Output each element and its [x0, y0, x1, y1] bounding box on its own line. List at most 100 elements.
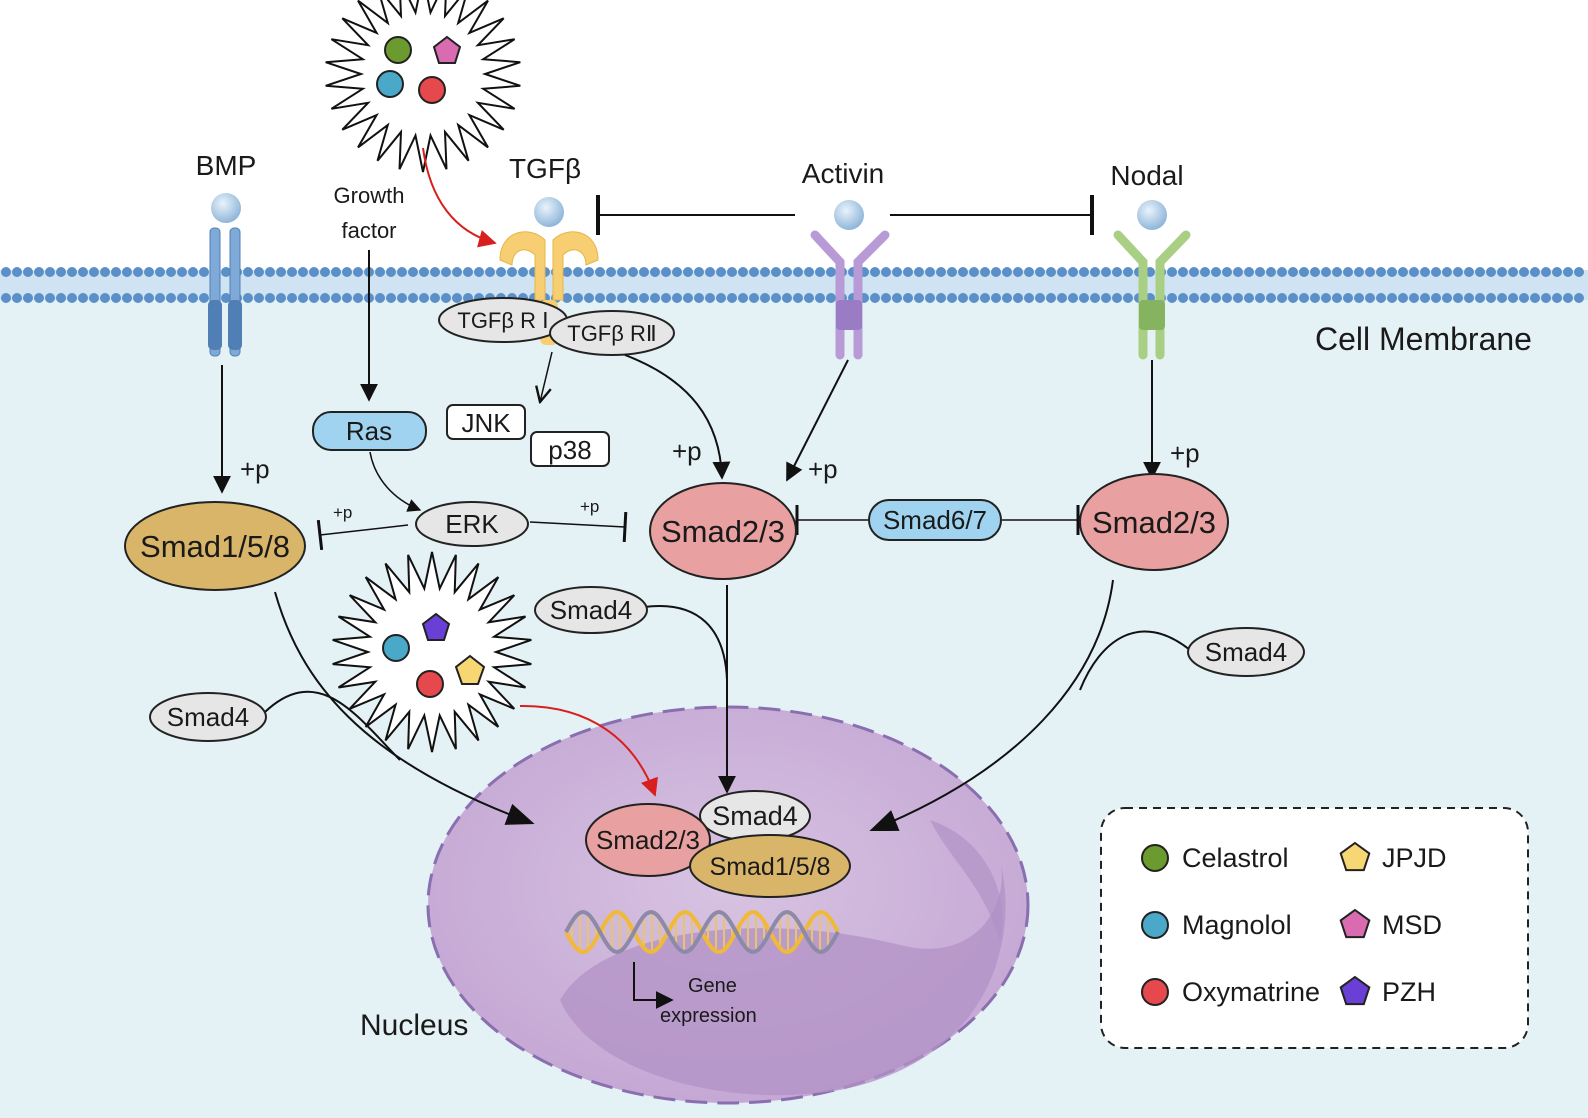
membrane-lipid-head	[1277, 293, 1287, 303]
membrane-lipid-head	[870, 267, 880, 277]
membrane-lipid-head	[1002, 267, 1012, 277]
activin-label: Activin	[802, 158, 884, 189]
nucleus-smad4-label: Smad4	[712, 801, 798, 831]
membrane-lipid-head	[474, 267, 484, 277]
membrane-lipid-head	[771, 293, 781, 303]
membrane-lipid-head	[925, 293, 935, 303]
legend-magnolol-label: Magnolol	[1182, 910, 1292, 940]
legend-magnolol-icon	[1141, 911, 1169, 939]
membrane-lipid-head	[892, 293, 902, 303]
legend-celastrol-label: Celastrol	[1182, 843, 1289, 873]
bmp-ligand	[211, 193, 241, 223]
nodal-label: Nodal	[1110, 160, 1183, 191]
legend-jpjd-icon	[1339, 841, 1371, 872]
membrane-lipid-head	[441, 293, 451, 303]
membrane-lipid-head	[1090, 267, 1100, 277]
membrane-lipid-head	[177, 267, 187, 277]
membrane-lipid-head	[56, 267, 66, 277]
membrane-lipid-head	[1079, 267, 1089, 277]
p38-node	[530, 431, 610, 467]
membrane-lipid-head	[1233, 293, 1243, 303]
legend-oxymatrine-icon	[1141, 978, 1169, 1006]
smad4-center-node	[534, 586, 648, 634]
drug-burst-middle	[332, 551, 532, 753]
erk-inhibits-smad158-line	[316, 519, 409, 551]
membrane-lipid-head	[122, 293, 132, 303]
membrane-lipid-head	[254, 293, 264, 303]
membrane-lipid-head	[1321, 293, 1331, 303]
membrane-lipid-head	[56, 293, 66, 303]
membrane-lipid-head	[1310, 267, 1320, 277]
membrane-lipid-head	[1398, 267, 1408, 277]
membrane-lipid-head	[1409, 267, 1419, 277]
membrane-lipid-head	[23, 267, 33, 277]
membrane-lipid-head	[1574, 293, 1584, 303]
membrane-lipid-head	[1211, 293, 1221, 303]
membrane-lipid-head	[243, 293, 253, 303]
legend-jpjd-label: JPJD	[1382, 843, 1447, 873]
membrane-lipid-head	[1420, 293, 1430, 303]
membrane-lipid-head	[1519, 293, 1529, 303]
membrane-lipid-head	[815, 293, 825, 303]
membrane-lipid-head	[1057, 267, 1067, 277]
membrane-lipid-head	[496, 267, 506, 277]
activin-to-smad23-arrow	[786, 359, 849, 482]
jnk-label: JNK	[461, 408, 511, 438]
membrane-lipid-head	[386, 267, 396, 277]
membrane-lipid-head	[122, 267, 132, 277]
membrane-lipid-head	[661, 293, 671, 303]
activin-phospho-label: +p	[808, 454, 838, 484]
nodal-receptor	[1113, 230, 1191, 360]
membrane-lipid-head	[716, 293, 726, 303]
legend-pzh-label: PZH	[1382, 977, 1436, 1007]
membrane-lipid-head	[617, 267, 627, 277]
membrane-lipid-head	[309, 267, 319, 277]
nodal-phospho-label: +p	[1170, 438, 1200, 468]
membrane-lipid-head	[1035, 293, 1045, 303]
membrane-lipid-head	[1189, 293, 1199, 303]
dna-strand	[564, 910, 840, 954]
membrane-lipid-head	[298, 293, 308, 303]
middle-drug-arrow	[519, 704, 658, 797]
membrane-lipid-head	[870, 293, 880, 303]
membrane-lipid-head	[683, 267, 693, 277]
jpjd-icon	[454, 654, 486, 685]
membrane-lipid-head	[1299, 293, 1309, 303]
erk-inhibits-smad23-line	[529, 511, 628, 543]
membrane-lipid-head	[243, 267, 253, 277]
membrane-lipid-head	[100, 293, 110, 303]
membrane-lipid-head	[144, 293, 154, 303]
membrane-lipid-head	[1222, 267, 1232, 277]
membrane-lipid-head	[1354, 293, 1364, 303]
membrane-lipid-head	[1486, 267, 1496, 277]
membrane-lipid-head	[1365, 267, 1375, 277]
tgfb-label: TGFβ	[509, 153, 581, 184]
membrane-lipid-head	[419, 267, 429, 277]
membrane-lipid-head	[265, 293, 275, 303]
membrane-lipid-head	[1244, 267, 1254, 277]
membrane-lipid-head	[309, 293, 319, 303]
membrane-lipid-head	[1024, 267, 1034, 277]
membrane-lipid-head	[694, 293, 704, 303]
membrane-lipid-head	[78, 267, 88, 277]
membrane-lipid-head	[903, 293, 913, 303]
membrane-lipid-head	[1090, 293, 1100, 303]
membrane-lipid-head	[1387, 293, 1397, 303]
membrane-lipid-head	[584, 293, 594, 303]
membrane-lipid-head	[331, 293, 341, 303]
membrane-lipid-head	[936, 293, 946, 303]
pzh-icon	[421, 612, 451, 641]
membrane-lipid-head	[463, 267, 473, 277]
membrane-lipid-head	[562, 267, 572, 277]
membrane-lipid-head	[45, 267, 55, 277]
membrane-lipid-head	[1057, 293, 1067, 303]
membrane-lipid-head	[1299, 267, 1309, 277]
membrane-lipid-head	[375, 293, 385, 303]
membrane-lipid-head	[111, 267, 121, 277]
membrane-lipid-head	[386, 293, 396, 303]
membrane-lipid-head	[1376, 293, 1386, 303]
membrane-lipid-head	[375, 267, 385, 277]
smad4-left-to-nucleus-path	[264, 690, 401, 761]
membrane-lipid-head	[342, 267, 352, 277]
membrane-lipid-head	[947, 267, 957, 277]
